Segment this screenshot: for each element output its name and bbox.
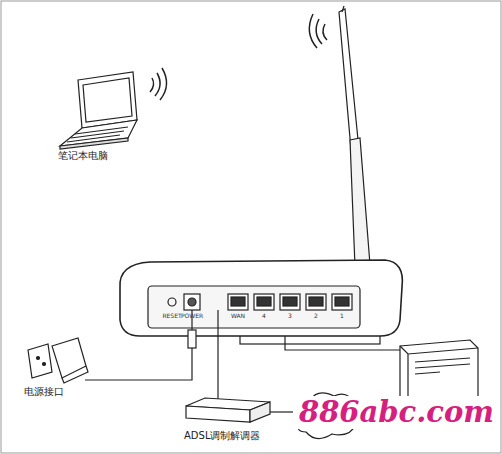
modem-caption: ADSL调制解调器	[184, 430, 260, 442]
wifi-waves	[150, 14, 327, 100]
caption-text: 电源接口	[24, 386, 64, 398]
power-jack	[184, 294, 200, 310]
caption-text: 笔记本电脑	[58, 150, 108, 162]
back-panel	[148, 286, 360, 328]
power-adapter	[28, 338, 88, 383]
port-label: POWER	[181, 313, 203, 319]
watermark: 886abc.com	[293, 396, 500, 429]
laptop-caption: 笔记本电脑	[58, 150, 108, 162]
antenna	[339, 6, 372, 292]
port-label: 3	[288, 313, 292, 319]
lan-ports	[228, 294, 352, 310]
port-label: 1	[340, 313, 344, 319]
port-label: WAN	[231, 313, 245, 319]
adsl-modem	[186, 398, 270, 422]
laptop-icon	[60, 72, 137, 149]
router-body	[120, 260, 403, 336]
caption-text: ADSL调制解调器	[184, 430, 260, 442]
port-label: 4	[262, 313, 266, 319]
port-label: 2	[314, 313, 318, 319]
port-label: RESET	[162, 313, 181, 319]
reset-hole	[168, 298, 176, 306]
power-caption: 电源接口	[24, 386, 64, 398]
